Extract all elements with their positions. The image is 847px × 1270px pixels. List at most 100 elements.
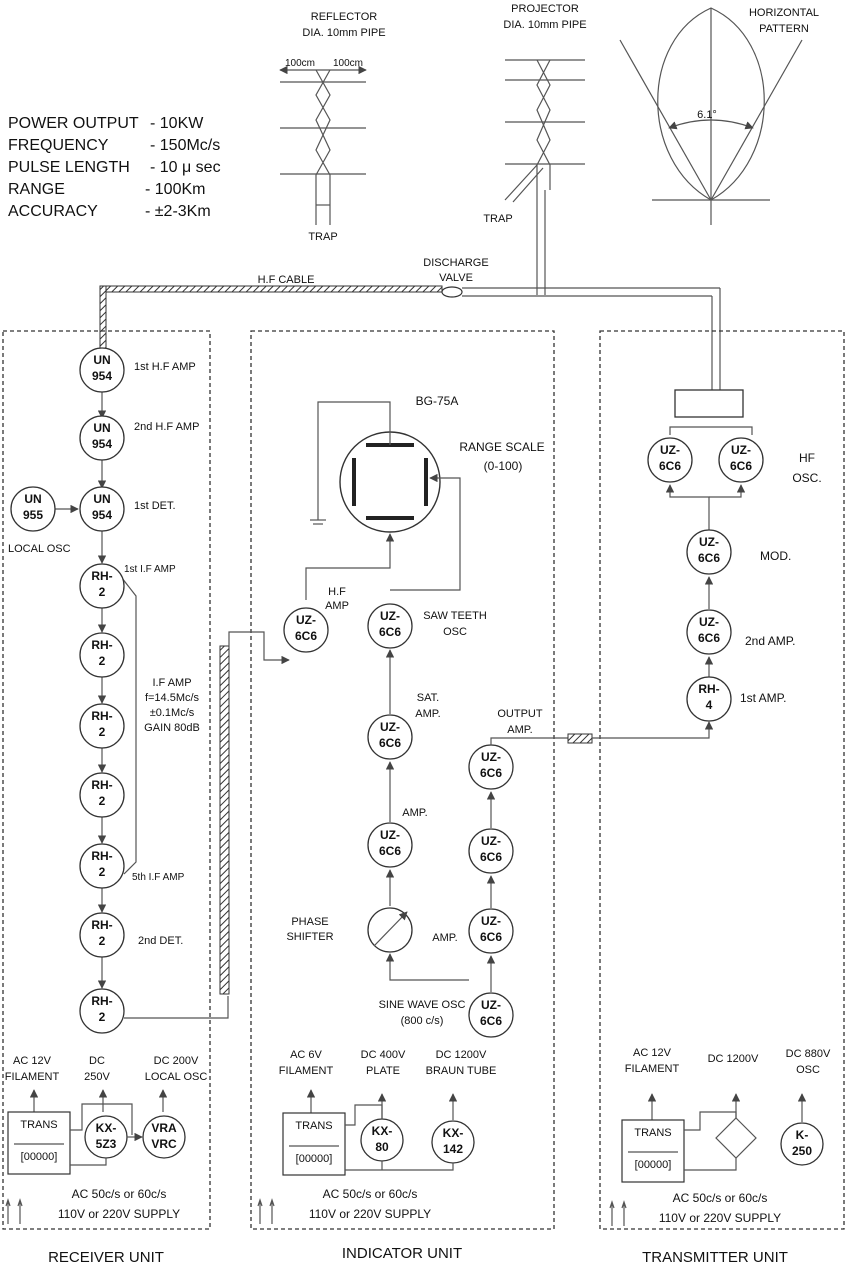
power-label: AC 12V	[13, 1055, 52, 1067]
tube-number: 954	[92, 437, 112, 451]
receiver-tube: RH- 2	[79, 772, 125, 818]
regulator-tube	[142, 1115, 186, 1159]
receiver-tube: UN 954 1st DET.	[79, 486, 176, 532]
supply-label: 110V or 220V SUPPLY	[58, 1207, 180, 1221]
receiver-tube: RH- 2 1st I.F AMP	[79, 563, 176, 609]
transmitter-tube: RH- 4 1st AMP.	[686, 676, 786, 722]
range-scale-sub: (0-100)	[484, 459, 523, 473]
transmitter-unit-title: TRANSMITTER UNIT	[642, 1249, 788, 1266]
tube-type: RH-	[698, 682, 719, 696]
power-label: DC 1200V	[708, 1053, 759, 1065]
if-label: ±0.1Mc/s	[150, 707, 195, 719]
indicator-tube: UZ- 6C6 AMP.	[432, 908, 514, 954]
indicator-tube: UZ- 6C6 SAW TEETH OSC	[367, 603, 487, 649]
transformer-label: TRANS	[295, 1120, 332, 1132]
tube-number: 2	[99, 654, 106, 668]
hf-cable-label: H.F CABLE	[258, 274, 315, 286]
hf-osc-label: OSC.	[792, 471, 821, 485]
power-label: AC 6V	[290, 1049, 322, 1061]
tube-type: UN	[93, 492, 110, 506]
tube-type: KX-	[96, 1121, 117, 1135]
tube-type: UZ-	[481, 834, 501, 848]
pattern-title-1: HORIZONTAL	[749, 7, 819, 19]
reflector-trap-label: TRAP	[308, 231, 337, 243]
projector-subtitle: DIA. 10mm PIPE	[503, 19, 586, 31]
tube-number: 954	[92, 508, 112, 522]
tube-label: 2nd H.F AMP	[134, 421, 199, 433]
receiver-unit-title: RECEIVER UNIT	[48, 1249, 164, 1266]
transmitter-chain: UZ- 6C6 UZ- 6C6 HF OSC. UZ- 6C6 MOD. UZ-…	[609, 389, 831, 1226]
transmitter-tube: UZ- 6C6	[718, 437, 764, 483]
reflector-span-left: 100cm	[285, 58, 315, 69]
tube-number: 4	[706, 698, 713, 712]
spec-value: - 150Mc/s	[150, 137, 220, 154]
tube-number: 2	[99, 794, 106, 808]
receiver-power-supply: AC 12V FILAMENT DC 250V DC 200V LOCAL OS…	[5, 1055, 208, 1224]
indicator-unit-box	[250, 330, 555, 1230]
supply-label: AC 50c/s or 60c/s	[323, 1187, 418, 1201]
tube-type: K-	[796, 1128, 809, 1142]
receiver-tube: RH- 2 2nd DET.	[79, 912, 183, 958]
tube-number: 2	[99, 865, 106, 879]
indicator-tube: UZ- 6C6 SINE WAVE OSC (800 c/s)	[379, 992, 514, 1038]
coil-glyph: [00000]	[635, 1159, 672, 1171]
tube-label: AMP.	[415, 708, 440, 720]
tank-circuit	[674, 389, 744, 418]
tube-type: UZ-	[296, 613, 316, 627]
tube-number: 142	[443, 1142, 463, 1156]
receiver-tube: RH- 2	[79, 703, 125, 749]
tube-number: 2	[99, 1010, 106, 1024]
tube-type: UZ-	[380, 720, 400, 734]
tube-label: 1st AMP.	[740, 691, 786, 705]
power-label: DC 1200V	[436, 1049, 487, 1061]
supply-label: 110V or 220V SUPPLY	[309, 1207, 431, 1221]
tube-label: H.F	[328, 586, 346, 598]
tube-number: 6C6	[698, 551, 720, 565]
receiver-tube: RH- 2 5th I.F AMP	[79, 843, 185, 889]
transmitter-tube: UZ- 6C6	[647, 437, 693, 483]
transformer-label: TRANS	[634, 1127, 671, 1139]
power-label: LOCAL OSC	[145, 1071, 208, 1083]
tube-number: 955	[23, 508, 43, 522]
supply-label: AC 50c/s or 60c/s	[673, 1191, 768, 1205]
tube-label: 5th I.F AMP	[132, 872, 185, 883]
power-label: PLATE	[366, 1065, 400, 1077]
tube-type: RH-	[91, 778, 112, 792]
tube-label: AMP.	[402, 807, 427, 819]
if-label: I.F AMP	[152, 677, 191, 689]
projector-trap-label: TRAP	[483, 213, 512, 225]
indicator-chain: BG-75A RANGE SCALE (0-100) UZ- 6C6 H.F A…	[257, 394, 714, 1224]
tube-number: 6C6	[659, 459, 681, 473]
tube-label: SAW TEETH	[423, 610, 487, 622]
tube-type: KX-	[372, 1124, 393, 1138]
video-cable	[219, 645, 230, 995]
indicator-tube: UZ- 6C6 AMP.	[367, 807, 428, 868]
tube-type: UZ-	[731, 443, 751, 457]
coil-glyph: [00000]	[21, 1151, 58, 1163]
supply-label: 110V or 220V SUPPLY	[659, 1211, 781, 1225]
spec-value: - 10 μ sec	[150, 159, 221, 176]
tube-type: UZ-	[481, 998, 501, 1012]
if-label: GAIN 80dB	[144, 722, 200, 734]
spec-label: ACCURACY	[8, 203, 98, 220]
tube-number: 250	[792, 1144, 812, 1158]
tube-number: 6C6	[379, 736, 401, 750]
if-amp-group-label: I.F AMP f=14.5Mc/s ±0.1Mc/s GAIN 80dB	[144, 677, 200, 734]
supply-label: AC 50c/s or 60c/s	[72, 1187, 167, 1201]
trigger-cable	[567, 733, 593, 744]
tube-type: RH-	[91, 994, 112, 1008]
phase-label: SHIFTER	[286, 931, 333, 943]
feed-line: H.F CABLE DISCHARGE VALVE	[99, 257, 721, 390]
power-label: AC 12V	[633, 1047, 672, 1059]
tube-label: OUTPUT	[497, 708, 543, 720]
spec-value: - 100Km	[145, 181, 205, 198]
transmitter-unit-box	[599, 330, 845, 1230]
tube-label: SAT.	[417, 692, 439, 704]
tube-number: 6C6	[480, 766, 502, 780]
pattern-angle: 6.1°	[697, 109, 717, 121]
spec-list: POWER OUTPUT - 10KW FREQUENCY - 150Mc/s …	[8, 115, 221, 220]
tube-number: VRC	[151, 1137, 177, 1151]
tube-type: VRA	[151, 1121, 177, 1135]
tube-type: UZ-	[481, 914, 501, 928]
